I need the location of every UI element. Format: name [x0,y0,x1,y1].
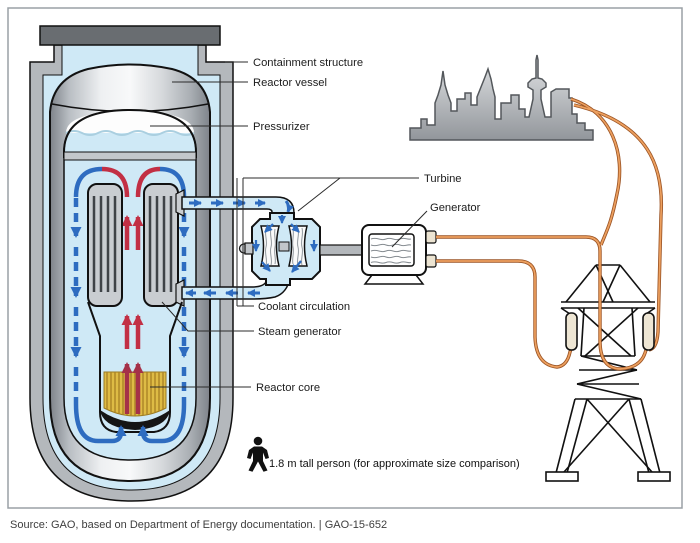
containment-cap [39,25,221,46]
city-skyline [409,54,594,141]
steam-generator-right [143,183,179,307]
label-generator: Generator [430,202,481,214]
pressurizer [63,108,197,161]
label-steam-generator: Steam generator [258,326,342,338]
generator-terminal-bottom [425,254,437,268]
generator-stand [363,274,425,285]
person-icon [247,436,269,472]
label-reactor-core: Reactor core [256,382,320,394]
label-reactor-vessel: Reactor vessel [253,77,327,89]
figure-border [7,7,683,509]
insulator-right [642,312,655,351]
scale-note: 1.8 m tall person (for approximate size … [269,458,520,470]
turbine [238,212,321,286]
generator [319,224,437,285]
transmission-tower [545,264,671,482]
tower-foot-left [545,471,579,482]
label-pressurizer: Pressurizer [253,121,310,133]
insulator-left [565,312,578,351]
generator-terminal-top [425,230,437,244]
source-line: Source: GAO, based on Department of Ener… [10,519,387,531]
tower-foot-right [637,471,671,482]
turbine-shaft [319,244,363,256]
label-leader-lines [150,61,428,388]
reactor-core-assembly [73,301,187,444]
water-line [65,130,195,136]
label-coolant-circulation: Coolant circulation [258,301,350,313]
label-containment-structure: Containment structure [253,57,363,69]
steam-generator-left [87,183,123,307]
label-turbine: Turbine [424,173,462,185]
steam-generator-units [87,183,185,307]
coolant-circulation-flow [70,166,190,404]
